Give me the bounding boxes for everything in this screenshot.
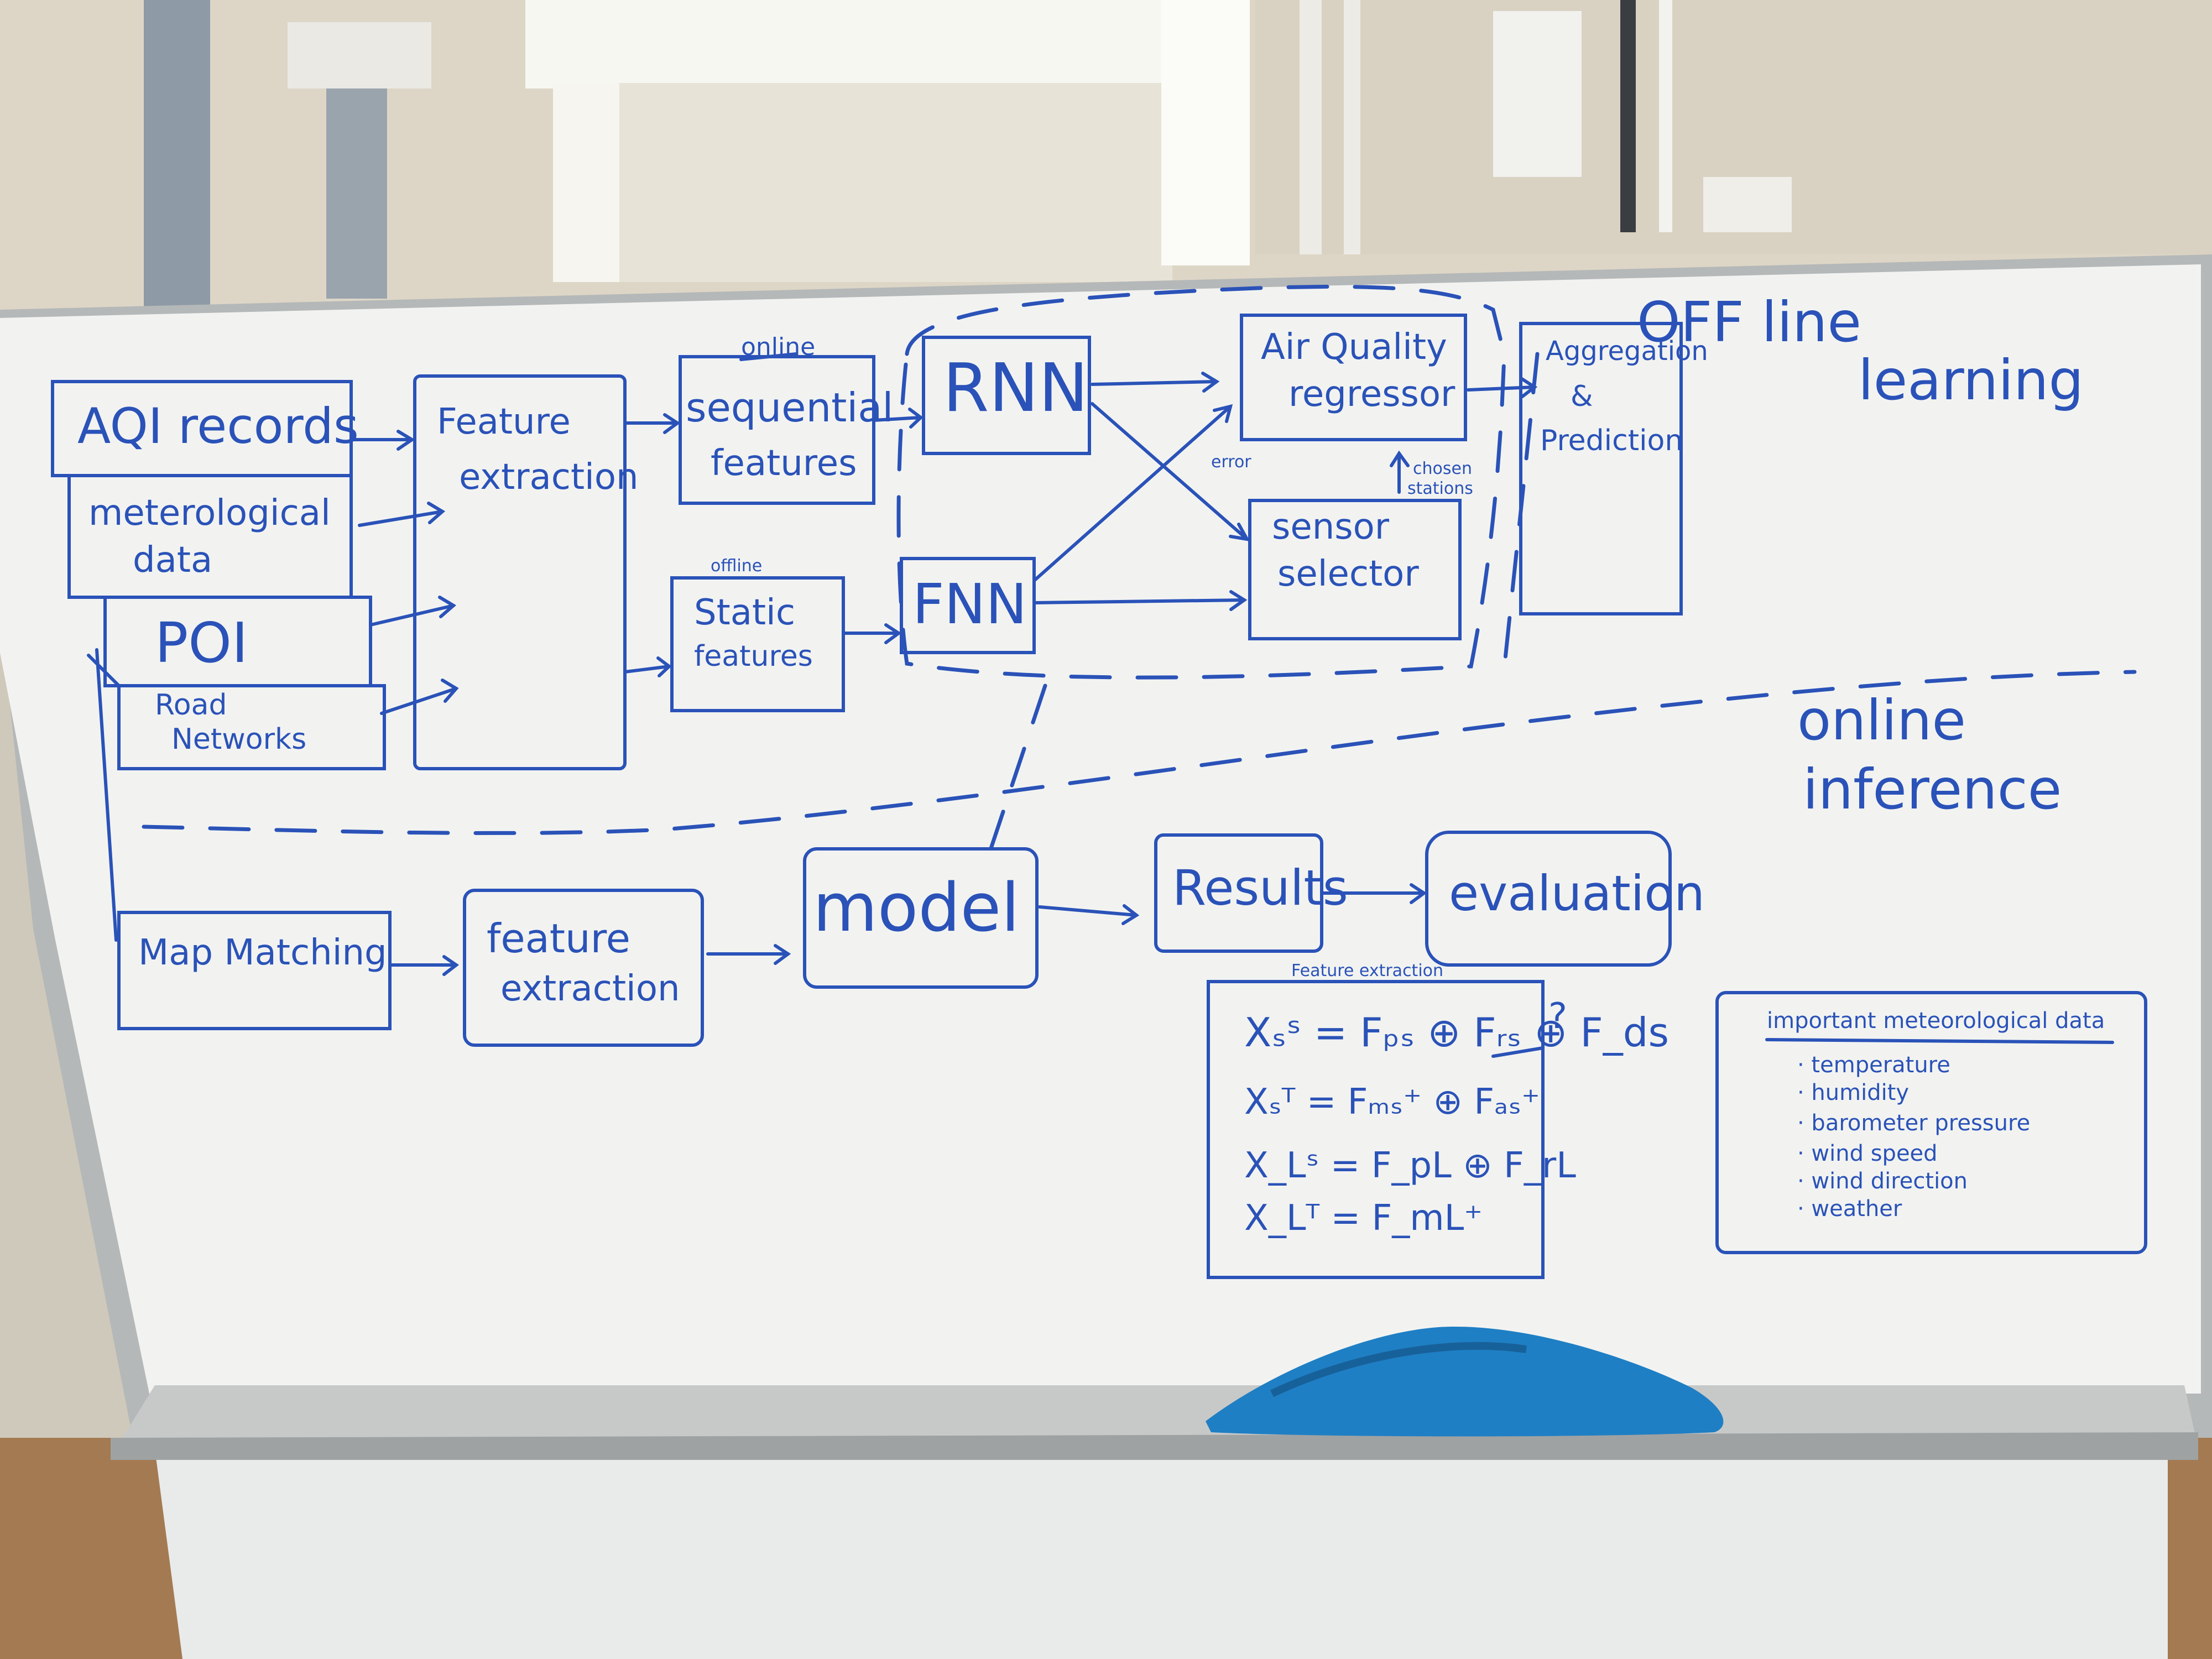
formula-line-4: X_Lᵀ = F_mL⁺ [1244,1198,1483,1239]
road-networks-label-line2: Networks [171,723,307,756]
air-quality-regressor-label-line2: regressor [1288,374,1455,415]
aggregation-label-line3: Prediction [1540,424,1683,457]
meteorological-data-label-line2: data [133,540,213,581]
sequential-features-label-line1: sequential [686,384,894,431]
map-matching-label: Map Matching [138,932,387,973]
sequential-features-label-line2: features [711,443,857,484]
online-inference-title-line1: online [1797,688,1966,753]
poi-label: POI [155,611,248,675]
aggregation-label-line1: Aggregation [1546,336,1708,367]
aggregation-label-line2: & [1571,380,1593,413]
road-networks-label-line1: Road [155,688,227,722]
online-inference-title-line2: inference [1803,757,2062,822]
sensor-selector-label-line2: selector [1277,554,1419,594]
online-feature-extraction-label-line2: extraction [500,968,680,1009]
aqi-records-label: AQI records [77,398,359,455]
sequential-features-tag: online [741,333,816,361]
formula-line-1: Xₛˢ = Fₚₛ ⊕ Fᵣₛ ⊕ F_ds [1244,1009,1669,1056]
results-label: Results [1172,859,1348,916]
meteorological-data-label-line1: meterological [88,493,331,534]
chosen-stations-label-line1: chosen [1413,459,1472,478]
evaluation-label: evaluation [1449,865,1705,922]
feature-extraction-label-line1: Feature [437,401,571,442]
rnn-label: RNN [943,350,1088,427]
meteo-list-title: important meteorological data [1767,1008,2105,1034]
static-features-label-line2: features [694,640,813,673]
offline-learning-title-line2: learning [1858,348,2084,413]
formula-box-title: Feature extraction [1291,961,1444,980]
online-feature-extraction-label-line1: feature [487,915,630,962]
sensor-selector-label-line1: sensor [1272,507,1390,547]
fnn-label: FNN [912,572,1027,637]
meteo-list-item: · temperature [1797,1052,1950,1078]
offline-learning-title-line1: OFF line [1637,290,1862,354]
chosen-stations-label-line2: stations [1407,479,1473,498]
model-label: model [813,870,1020,947]
formula-question-mark: ? [1548,996,1567,1037]
formula-line-2: Xₛᵀ = Fₘₛ⁺ ⊕ Fₐₛ⁺ [1244,1082,1540,1123]
air-quality-regressor-label-line1: Air Quality [1261,327,1447,368]
meteo-list-item: · humidity [1797,1080,1910,1105]
meteo-list-item: · barometer pressure [1797,1110,2031,1136]
meteo-list-item: · weather [1797,1196,1902,1222]
feature-extraction-label-line2: extraction [459,457,639,498]
static-features-tag: offline [711,556,763,576]
formula-line-3: X_Lˢ = F_pL ⊕ F_rL [1244,1145,1576,1186]
side-small-label: error [1211,452,1251,472]
static-features-label-line1: Static [694,592,795,633]
meteo-list-item: · wind direction [1797,1168,1968,1194]
meteo-list-item: · wind speed [1797,1141,1938,1166]
